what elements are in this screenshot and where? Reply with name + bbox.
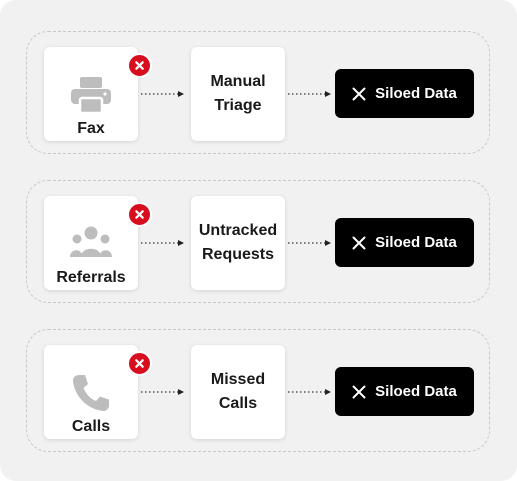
error-badge-icon	[127, 202, 152, 227]
connector-arrow	[288, 91, 331, 97]
connector-arrow	[288, 389, 331, 395]
connector-arrow	[141, 91, 184, 97]
connector-arrow	[141, 389, 184, 395]
source-label: Fax	[77, 120, 105, 137]
result-label: Siloed Data	[375, 234, 457, 251]
flow-row-calls: Calls Missed Calls Siloed Data	[26, 329, 490, 452]
source-card-calls: Calls	[44, 345, 152, 439]
source-label: Calls	[71, 418, 111, 435]
step-card-manual-triage: Manual Triage	[191, 47, 285, 141]
source-card-referrals: Referrals	[44, 196, 152, 290]
error-badge-icon	[127, 53, 152, 78]
source-label: Referrals	[56, 269, 126, 286]
step-card-untracked-requests: Untracked Requests	[191, 196, 285, 290]
result-label: Siloed Data	[375, 85, 457, 102]
close-x-icon	[352, 87, 366, 100]
close-x-icon	[352, 385, 366, 398]
flow-row-fax: Fax Manual Triage Siloed Data	[26, 31, 490, 154]
connector-arrow	[288, 240, 331, 246]
result-label: Siloed Data	[375, 383, 457, 400]
result-card-siloed-data: Siloed Data	[335, 367, 474, 416]
connector-arrow	[141, 240, 184, 246]
result-card-siloed-data: Siloed Data	[335, 218, 474, 267]
people-group-icon	[70, 226, 112, 257]
result-card-siloed-data: Siloed Data	[335, 69, 474, 118]
phone-icon	[73, 375, 109, 411]
fax-machine-icon	[71, 77, 111, 115]
source-card-fax: Fax	[44, 47, 152, 141]
flow-row-referrals: Referrals Untracked Requests Siloed Data	[26, 180, 490, 303]
step-label: Untracked Requests	[198, 222, 278, 263]
step-card-missed-calls: Missed Calls	[191, 345, 285, 439]
close-x-icon	[352, 236, 366, 249]
error-badge-icon	[127, 351, 152, 376]
step-label: Missed Calls	[210, 371, 266, 412]
step-label: Manual Triage	[210, 73, 266, 114]
